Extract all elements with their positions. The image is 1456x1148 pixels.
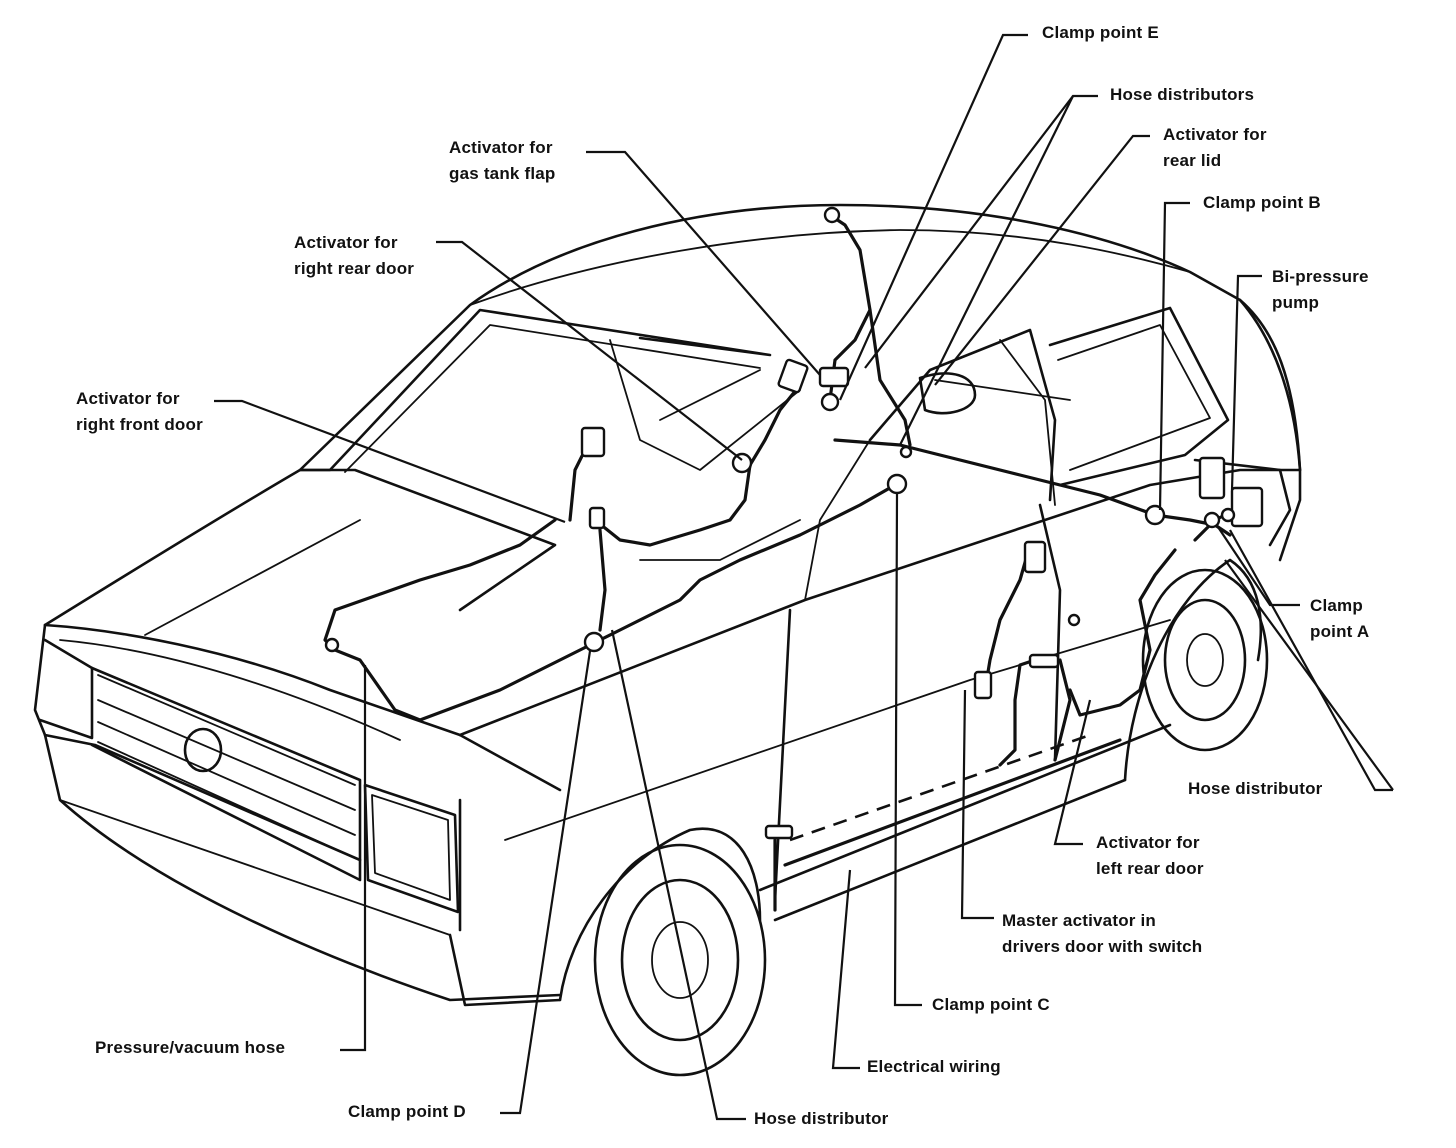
clamp-point-d-node [583, 631, 605, 653]
master-activator-icon [973, 670, 993, 700]
label-text: Clamp point D [348, 1102, 466, 1121]
label-hose-distributor-bottom: Hose distributor [754, 1106, 889, 1132]
hose-node-2 [324, 637, 340, 653]
label-electrical-wiring: Electrical wiring [867, 1054, 1001, 1080]
activator-right-rear-door-icon [588, 506, 606, 530]
electrical-connector-icon [764, 824, 794, 840]
clamp-point-a-node [1203, 511, 1221, 529]
label-text: Clamp point E [1042, 23, 1159, 42]
label-text: pump [1272, 293, 1320, 312]
activator-rear-lid-icon [818, 366, 850, 388]
activator-left-rear-door-icon [1023, 540, 1047, 574]
label-text: rear lid [1163, 151, 1222, 170]
label-text: Hose distributors [1110, 85, 1255, 104]
label-text: Activator for [1096, 833, 1200, 852]
label-clamp-point-b: Clamp point B [1203, 190, 1321, 216]
label-hose-distributors: Hose distributors [1110, 82, 1254, 108]
label-activator-left-rear-door: Activator for left rear door [1096, 830, 1204, 882]
label-bi-pressure-pump: Bi-pressure pump [1272, 264, 1369, 316]
hose-node-3 [1067, 613, 1081, 627]
label-activator-gas-tank-flap: Activator for gas tank flap [449, 135, 556, 187]
label-text: right rear door [294, 259, 415, 278]
label-text: Activator for [76, 389, 180, 408]
label-activator-right-rear-door: Activator for right rear door [294, 230, 414, 282]
label-pressure-vacuum-hose: Pressure/vacuum hose [95, 1035, 285, 1061]
label-text: Clamp point B [1203, 193, 1321, 212]
label-text: point A [1310, 622, 1370, 641]
label-hose-distributor-right: Hose distributor [1188, 776, 1323, 802]
components [324, 206, 1264, 840]
hose-node-1 [899, 445, 913, 459]
activator-gas-tank-flap-icon [777, 358, 809, 394]
activator-right-front-door-icon [580, 426, 606, 458]
label-text: Activator for [1163, 125, 1267, 144]
clamp-point-b-node [1144, 504, 1166, 526]
label-text: Clamp point C [932, 995, 1050, 1014]
label-text: Master activator in [1002, 911, 1157, 930]
label-text: Activator for [294, 233, 398, 252]
label-text: left rear door [1096, 859, 1204, 878]
label-clamp-point-e: Clamp point E [1042, 20, 1159, 46]
label-text: Bi-pressure [1272, 267, 1369, 286]
leader-lines [214, 33, 1394, 1121]
label-text: Hose distributor [754, 1109, 889, 1128]
clamp-point-e-node [823, 206, 841, 224]
label-text: Electrical wiring [867, 1057, 1001, 1076]
clamp-node [820, 392, 840, 412]
bi-pressure-pump-icon [1198, 456, 1226, 500]
hose-distributor-right-node [1220, 507, 1236, 523]
label-text: right front door [76, 415, 203, 434]
label-text: gas tank flap [449, 164, 556, 183]
label-text: Hose distributor [1188, 779, 1323, 798]
label-text: drivers door with switch [1002, 937, 1203, 956]
label-text: Pressure/vacuum hose [95, 1038, 286, 1057]
label-clamp-point-c: Clamp point C [932, 992, 1050, 1018]
label-clamp-point-a: Clamp point A [1310, 593, 1369, 645]
hose-distributor-node [731, 452, 753, 474]
label-activator-rear-lid: Activator for rear lid [1163, 122, 1267, 174]
label-activator-right-front-door: Activator for right front door [76, 386, 203, 438]
label-text: Activator for [449, 138, 553, 157]
car-body [33, 203, 1302, 1077]
label-clamp-point-d: Clamp point D [348, 1099, 466, 1125]
clamp-point-c-node [886, 473, 908, 495]
label-text: Clamp [1310, 596, 1363, 615]
pump-housing [1230, 486, 1264, 528]
label-master-activator: Master activator in drivers door with sw… [1002, 908, 1202, 960]
hose-distributor-icon [1028, 653, 1060, 669]
